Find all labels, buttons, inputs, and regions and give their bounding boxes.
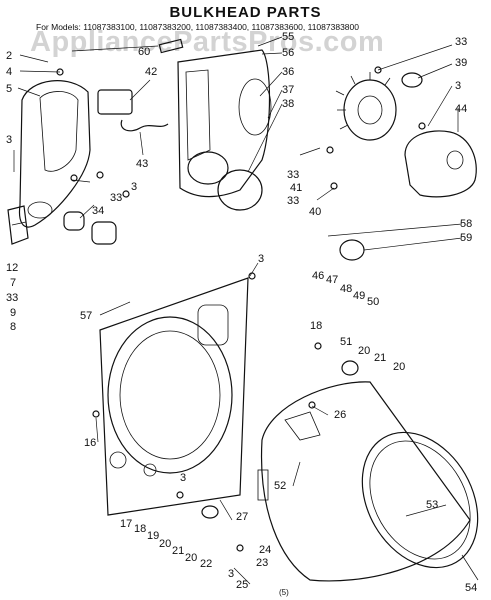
callout-22: 22 <box>200 558 212 570</box>
callout-19: 19 <box>147 530 159 542</box>
callout-3: 3 <box>180 472 186 484</box>
callout-60: 60 <box>138 46 150 58</box>
callout-59: 59 <box>460 232 472 244</box>
callout-57: 57 <box>80 310 92 322</box>
callout-39: 39 <box>455 57 467 69</box>
callout-18: 18 <box>134 523 146 535</box>
callout-20: 20 <box>358 345 370 357</box>
bracket <box>7 205 29 245</box>
callout-21: 21 <box>374 352 386 364</box>
callout-55: 55 <box>282 31 294 43</box>
callout-3: 3 <box>455 80 461 92</box>
callout-53: 53 <box>426 499 438 511</box>
callout-58: 58 <box>460 218 472 230</box>
callout-36: 36 <box>282 66 294 78</box>
fasteners <box>56 66 426 552</box>
callout-5: 5 <box>6 83 12 95</box>
callout-8: 8 <box>10 321 16 333</box>
callout-38: 38 <box>282 98 294 110</box>
callout-34: 34 <box>92 205 104 217</box>
callout-47: 47 <box>326 274 338 286</box>
callout-26: 26 <box>334 409 346 421</box>
leader-lines <box>13 36 479 585</box>
callout-17: 17 <box>120 518 132 530</box>
drum-roller <box>341 360 359 376</box>
duct-panel <box>158 38 272 198</box>
callout-41: 41 <box>290 182 302 194</box>
callout-42: 42 <box>145 66 157 78</box>
callout-52: 52 <box>274 480 286 492</box>
rear-cover <box>18 80 91 228</box>
watermark: AppliancePartsPros.com <box>30 26 385 58</box>
callout-25: 25 <box>236 579 248 591</box>
callout-33: 33 <box>455 36 467 48</box>
callout-20: 20 <box>159 538 171 550</box>
callout-33: 33 <box>110 192 122 204</box>
bottom-roller <box>201 505 219 519</box>
callout-7: 7 <box>10 277 16 289</box>
callout-43: 43 <box>136 158 148 170</box>
callout-16: 16 <box>84 437 96 449</box>
callout-20: 20 <box>393 361 405 373</box>
callout-50: 50 <box>367 296 379 308</box>
callout-49: 49 <box>353 290 365 302</box>
page-footer: (5) <box>279 588 289 597</box>
callouts: 2 4 5 3 12 7 33 9 8 60 42 43 34 33 3 55 … <box>6 31 477 594</box>
callout-40: 40 <box>309 206 321 218</box>
blower-housing <box>404 130 477 198</box>
callout-44: 44 <box>455 103 467 115</box>
callout-3: 3 <box>6 134 12 146</box>
callout-56: 56 <box>282 47 294 59</box>
callout-33: 33 <box>287 195 299 207</box>
callout-3: 3 <box>228 568 234 580</box>
callout-33: 33 <box>6 292 18 304</box>
drum <box>257 381 479 582</box>
model-list: For Models: 11087383100, 11087383200, 11… <box>36 22 359 32</box>
clamp <box>401 72 423 88</box>
callout-18: 18 <box>310 320 322 332</box>
callout-51: 51 <box>340 336 352 348</box>
blower-wheel <box>335 72 397 141</box>
callout-27: 27 <box>236 511 248 523</box>
callout-20: 20 <box>185 552 197 564</box>
callout-21: 21 <box>172 545 184 557</box>
callout-2: 2 <box>6 50 12 62</box>
callout-23: 23 <box>256 557 268 569</box>
callout-12: 12 <box>6 262 18 274</box>
motor-parts <box>63 89 169 245</box>
roller <box>339 239 365 261</box>
callout-54: 54 <box>465 582 477 594</box>
callout-9: 9 <box>10 307 16 319</box>
callout-4: 4 <box>6 66 12 78</box>
seal-ring <box>217 169 263 211</box>
callout-48: 48 <box>340 283 352 295</box>
callout-24: 24 <box>259 544 271 556</box>
callout-37: 37 <box>282 84 294 96</box>
callout-33: 33 <box>287 169 299 181</box>
front-bulkhead <box>99 277 249 516</box>
callout-46: 46 <box>312 270 324 282</box>
callout-3: 3 <box>131 181 137 193</box>
callout-3: 3 <box>258 253 264 265</box>
page-title: BULKHEAD PARTS <box>169 4 322 21</box>
